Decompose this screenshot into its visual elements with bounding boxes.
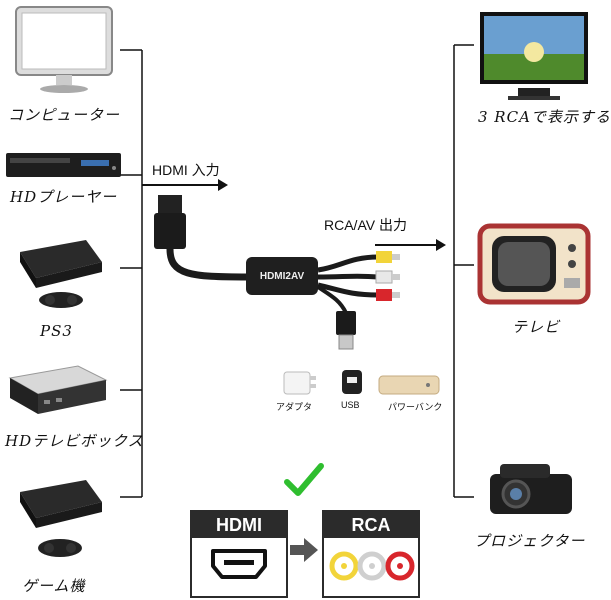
output-label: プロジェクター: [474, 532, 586, 550]
source-label: PS3: [40, 322, 73, 340]
power-label: アダプタ: [276, 402, 313, 412]
ps3-console-icon: [16, 222, 106, 312]
output-label: テレビ: [512, 318, 561, 336]
source-label: HDテレビボックス: [5, 432, 144, 450]
tv-box-icon: [8, 360, 108, 420]
output-label: 3 RCAで表示する: [478, 108, 611, 126]
retro-tv-icon: [477, 222, 591, 308]
source-label: ゲーム機: [22, 577, 86, 595]
game-console-icon: [16, 462, 106, 568]
hdmi-box-title: HDMI: [192, 512, 286, 538]
input-label: HDMI 入力: [152, 162, 220, 178]
source-label: コンピューター: [8, 106, 121, 124]
power-bank-icon: [378, 374, 440, 396]
rca-ports-icon: [329, 550, 415, 582]
hdmi-to-av-cable: HDMI2AV: [150, 195, 420, 355]
source-label: HDプレーヤー: [10, 188, 118, 206]
converter-text: HDMI2AV: [260, 271, 305, 282]
usb-port-icon: [340, 368, 364, 396]
adapter-icon: [282, 368, 318, 396]
monitor-icon: [14, 5, 114, 93]
rca-port-box: RCA: [322, 510, 420, 598]
check-icon: [284, 462, 324, 498]
power-label: USB: [341, 400, 360, 410]
flat-tv-icon: [478, 10, 590, 102]
projector-icon: [486, 456, 576, 520]
rca-box-title: RCA: [324, 512, 418, 538]
hdmi-port-box: HDMI: [190, 510, 288, 598]
hdmi-port-icon: [210, 548, 268, 580]
output-label: RCA/AV 出力: [324, 217, 407, 233]
conversion-arrow-icon: [290, 538, 320, 562]
dvd-player-icon: [6, 150, 121, 180]
power-label: パワーバンク: [388, 402, 443, 412]
